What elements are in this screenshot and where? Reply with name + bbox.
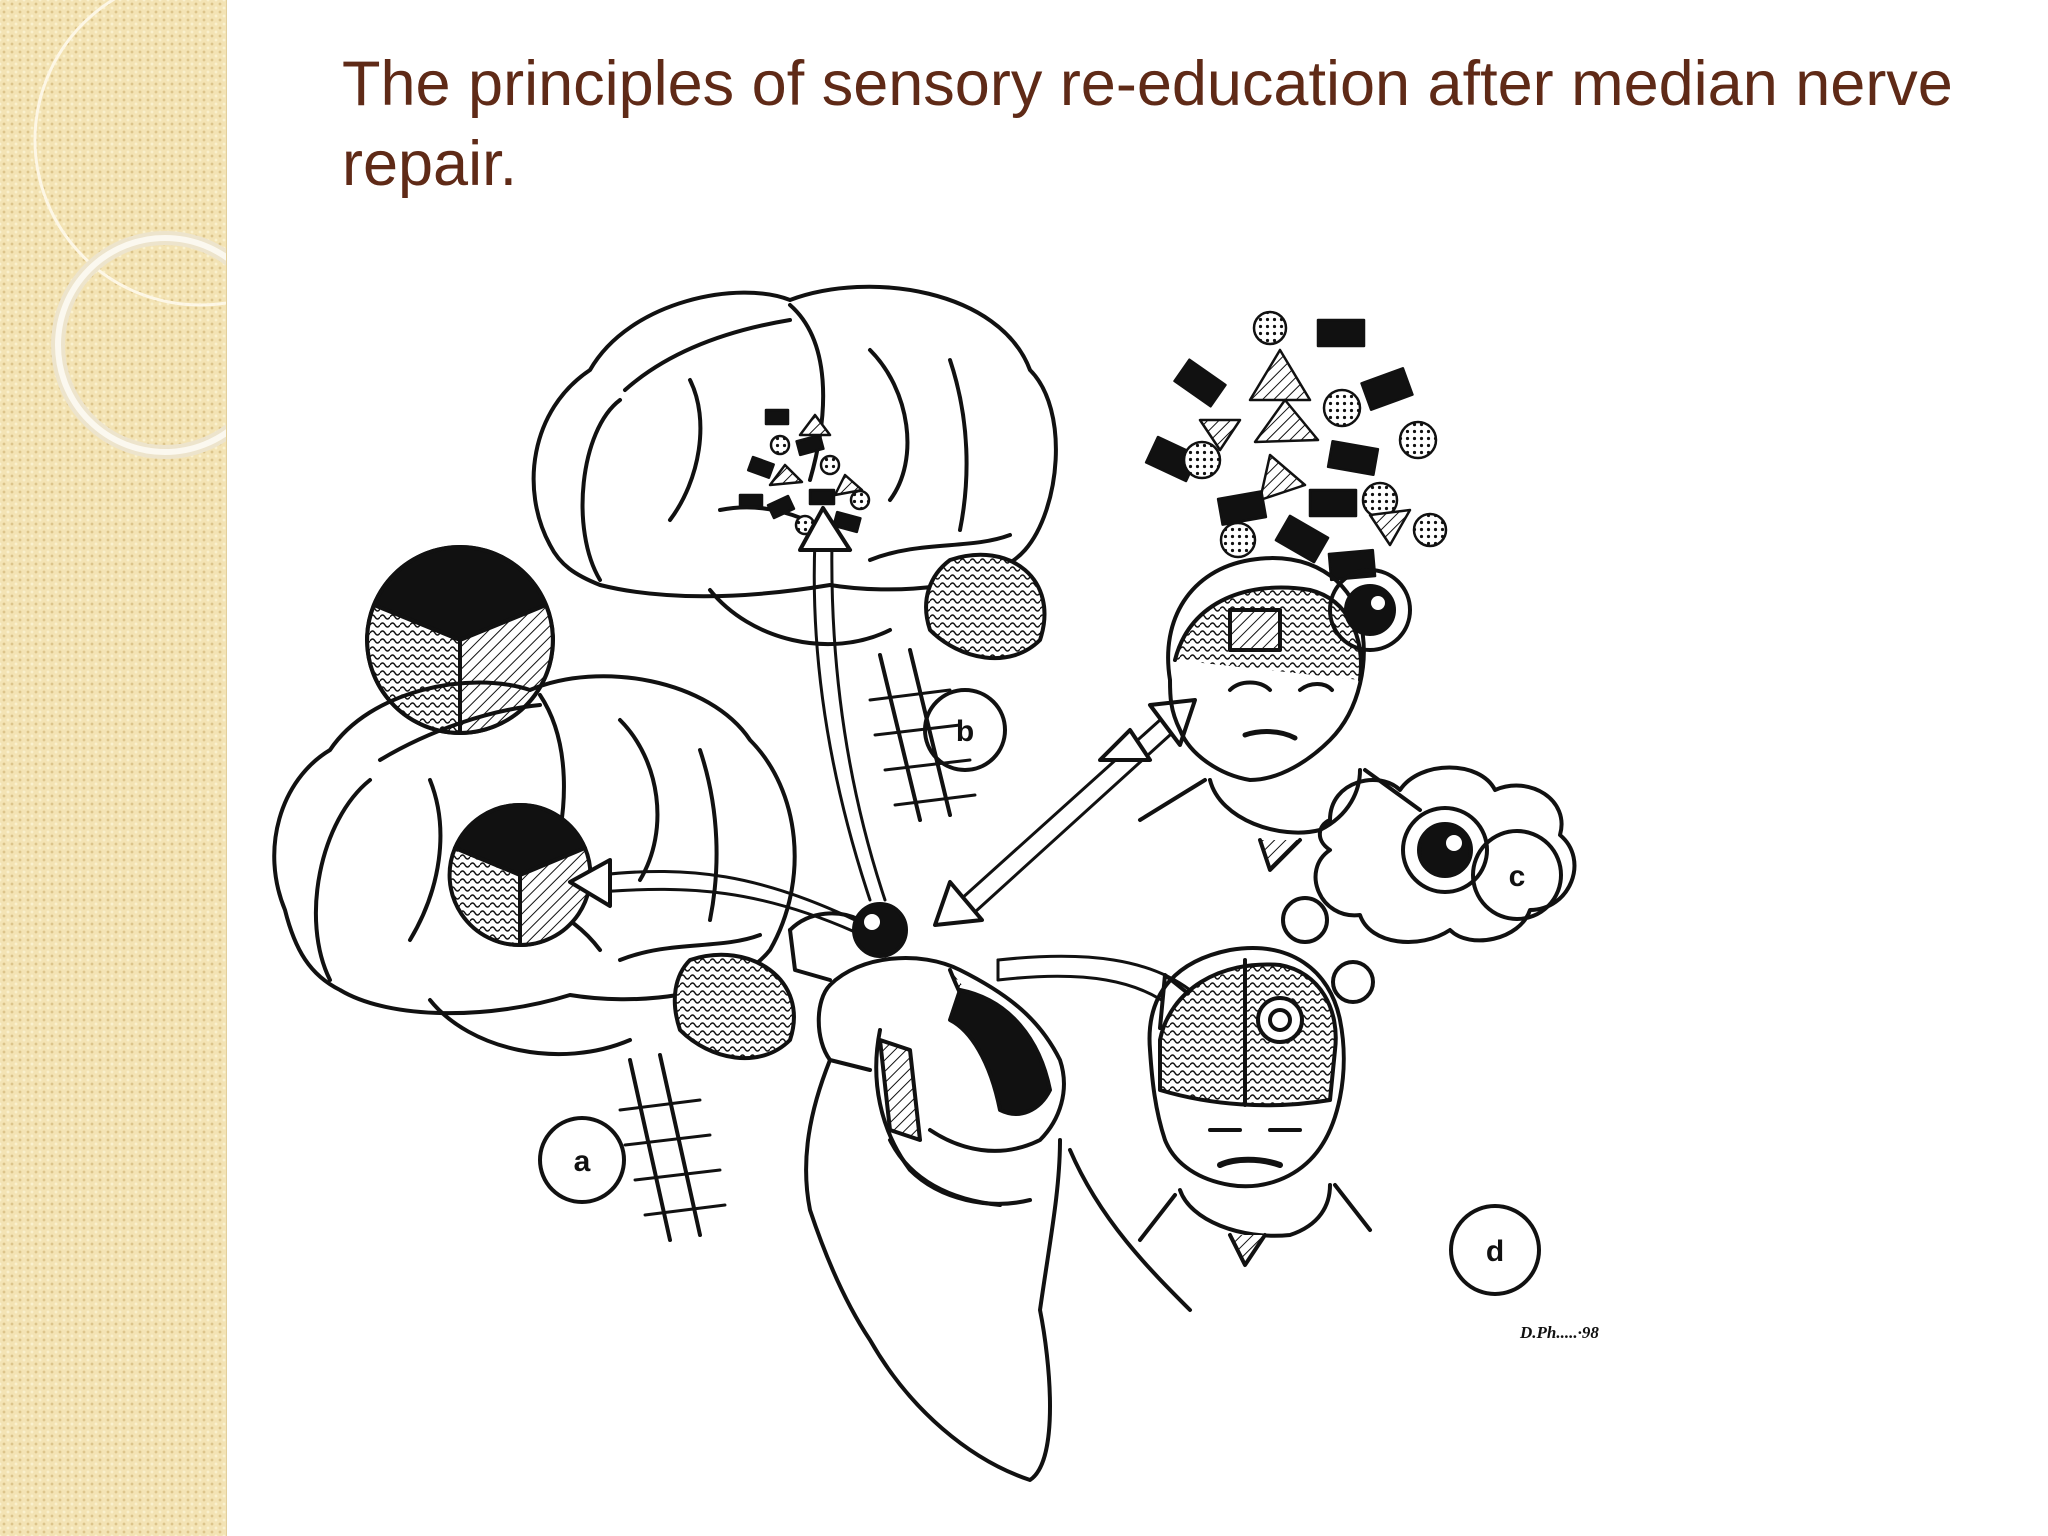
brain-a (274, 676, 794, 1240)
sensory-reeducation-illustration: a b c d D.Ph.....·98 (270, 260, 1990, 1510)
panel-label-a-text: a (574, 1145, 591, 1178)
decorative-rings (0, 0, 226, 520)
artist-signature: D.Ph.....·98 (1519, 1323, 1599, 1342)
scrambled-sensory-map (740, 410, 869, 534)
panel-label-b-text: b (956, 715, 974, 748)
arrow-to-brain-b (800, 508, 885, 900)
cortical-representation-a (450, 805, 591, 945)
scattered-objects (1146, 312, 1446, 580)
slide-title: The principles of sensory re-education a… (342, 44, 1982, 204)
panel-label-c-text: c (1509, 860, 1526, 893)
panel-label-d-text: d (1486, 1235, 1504, 1268)
brain-b (534, 287, 1056, 820)
hand-with-object (790, 904, 1190, 1480)
